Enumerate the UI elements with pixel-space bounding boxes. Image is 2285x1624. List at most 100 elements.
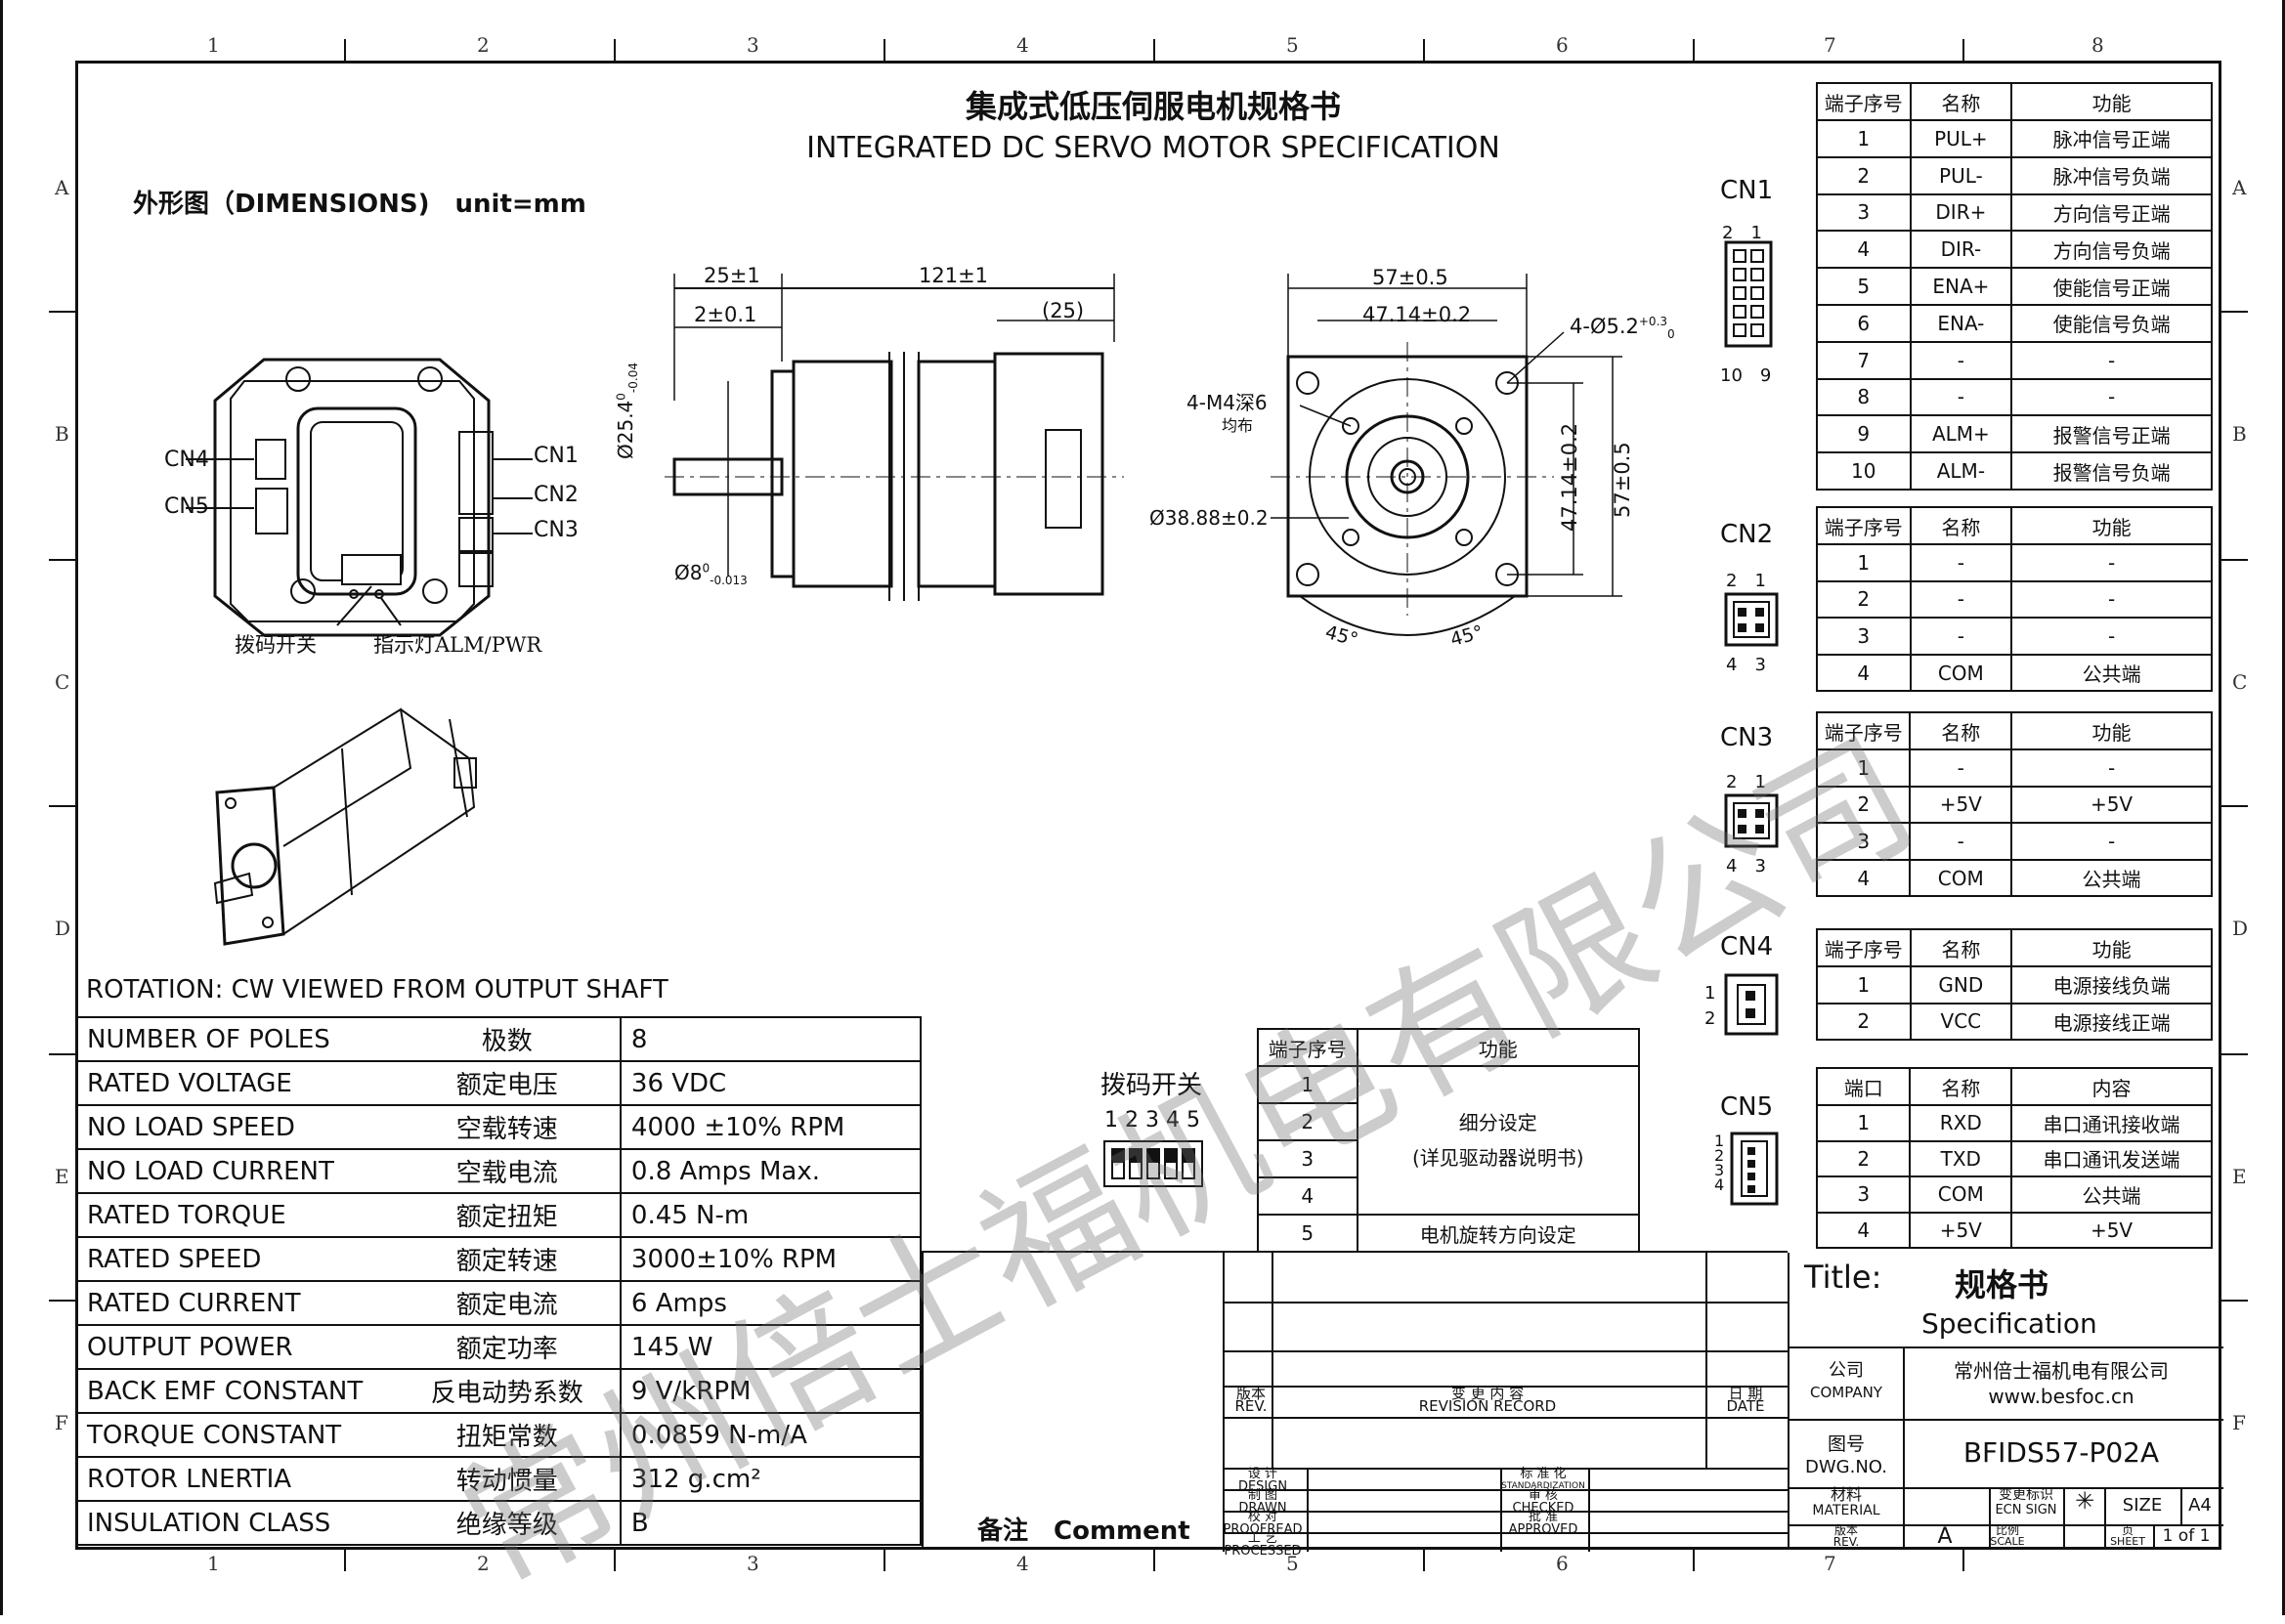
pin-function: 报警信号负端 xyxy=(2010,451,2213,491)
pin-number: 3 xyxy=(1816,617,1912,656)
connector-header: 端口 xyxy=(1815,1067,1912,1106)
zone-row: A xyxy=(2232,176,2247,199)
zone-row: D xyxy=(55,917,71,940)
spec-name-cn: 绝缘等级 xyxy=(394,1500,622,1546)
connector-header: 端子序号 xyxy=(1816,928,1912,967)
zone-col: 6 xyxy=(1556,1552,1569,1575)
connector-header: 内容 xyxy=(2010,1067,2213,1106)
spec-name-cn: 反电动势系数 xyxy=(394,1368,622,1414)
pin-function: - xyxy=(2010,377,2213,417)
dip-func-microstep: 细分设定(详见驱动器说明书) xyxy=(1356,1065,1641,1216)
connector-row: 3-- xyxy=(1816,617,2213,656)
pin-name: RXD xyxy=(1909,1104,2013,1142)
spec-name: RATED VOLTAGE xyxy=(75,1060,395,1106)
zone-col: 3 xyxy=(747,1552,759,1575)
drawing-number: BFIDS57-P02A xyxy=(1962,1436,2160,1469)
spec-name: RATED SPEED xyxy=(75,1236,395,1282)
connector-icon xyxy=(1724,793,1779,848)
size-value: A4 xyxy=(2188,1495,2212,1516)
connector-header: 功能 xyxy=(2010,928,2213,967)
connector-row: 4+5V+5V xyxy=(1815,1211,2213,1250)
connector-icon xyxy=(1724,592,1779,647)
pin-function: 串口通讯发送端 xyxy=(2010,1139,2213,1178)
pin-number: 3 xyxy=(1815,822,1912,861)
zone-row: E xyxy=(2232,1165,2247,1188)
flange-view-drawing xyxy=(1271,274,1622,636)
spec-name: OUTPUT POWER xyxy=(75,1324,395,1370)
zone-col: 4 xyxy=(1016,1552,1029,1575)
spec-value: 9 V/kRPM xyxy=(619,1368,923,1414)
spec-value: 145 W xyxy=(619,1324,923,1370)
pin-number: 8 xyxy=(1816,377,1912,417)
spec-name-cn: 空载电流 xyxy=(394,1148,622,1194)
connector-pin-order: 1 2 3 4 xyxy=(1714,1132,1725,1194)
pin-number: 2 xyxy=(1815,785,1912,825)
dim-pilot-diameter: Ø25.40-0.04 xyxy=(614,363,640,459)
motor-isometric-drawing xyxy=(213,707,477,946)
ecn-mark-icon: ✳ xyxy=(2074,1487,2095,1515)
connector-label-cn5: CN5 xyxy=(1720,1092,1774,1122)
dim-flange-width: 57±0.5 xyxy=(1372,266,1448,289)
connector-row: 7-- xyxy=(1816,340,2213,380)
pin-number: 3 xyxy=(1816,192,1912,233)
pin-function: - xyxy=(2010,543,2213,582)
zone-col: 2 xyxy=(477,33,490,57)
zone-row: F xyxy=(2232,1411,2246,1434)
dim-tapped-holes-note: 均布 xyxy=(1222,416,1254,435)
connector-pin-order: 2 1 xyxy=(1726,571,1766,591)
label-cn2: CN2 xyxy=(534,483,579,507)
pin-function: 公共端 xyxy=(2010,1175,2213,1214)
connector-header: 名称 xyxy=(1909,506,2013,545)
spec-name: NUMBER OF POLES xyxy=(75,1016,395,1062)
pin-function: +5V xyxy=(2010,1211,2213,1250)
connector-header: 名称 xyxy=(1909,1067,2013,1106)
dip-pin: 3 xyxy=(1257,1139,1358,1178)
label-cn5: CN5 xyxy=(164,494,209,519)
zone-col: 7 xyxy=(1824,1552,1836,1575)
pin-name: PUL- xyxy=(1909,155,2013,195)
pin-name: ALM+ xyxy=(1909,414,2013,454)
connector-icon xyxy=(1730,1132,1779,1206)
spec-value: B xyxy=(619,1500,923,1546)
pin-name: PUL+ xyxy=(1909,119,2013,158)
spec-name: NO LOAD SPEED xyxy=(75,1104,395,1150)
connector-row: 2+5V+5V xyxy=(1815,785,2213,825)
pin-function: 使能信号正端 xyxy=(2010,267,2213,306)
dim-flange-thickness: 2±0.1 xyxy=(694,303,757,326)
pin-function: 脉冲信号负端 xyxy=(2010,155,2213,195)
pin-name: COM xyxy=(1909,858,2013,898)
dim-hole-diameter: 4-Ø5.2+0.30 xyxy=(1570,315,1675,342)
pin-number: 9 xyxy=(1816,414,1912,454)
pin-function: +5V xyxy=(2010,785,2213,825)
spec-name: NO LOAD CURRENT xyxy=(75,1148,395,1194)
connector-pin-order: 2 1 xyxy=(1722,223,1762,243)
pin-name: - xyxy=(1909,748,2013,788)
title-cn: 集成式低压伺服电机规格书 xyxy=(965,88,1341,125)
dip-switch-numbers: 1 2 3 4 5 xyxy=(1104,1108,1200,1133)
zone-col: 5 xyxy=(1286,1552,1299,1575)
connector-row: 3-- xyxy=(1815,822,2213,861)
